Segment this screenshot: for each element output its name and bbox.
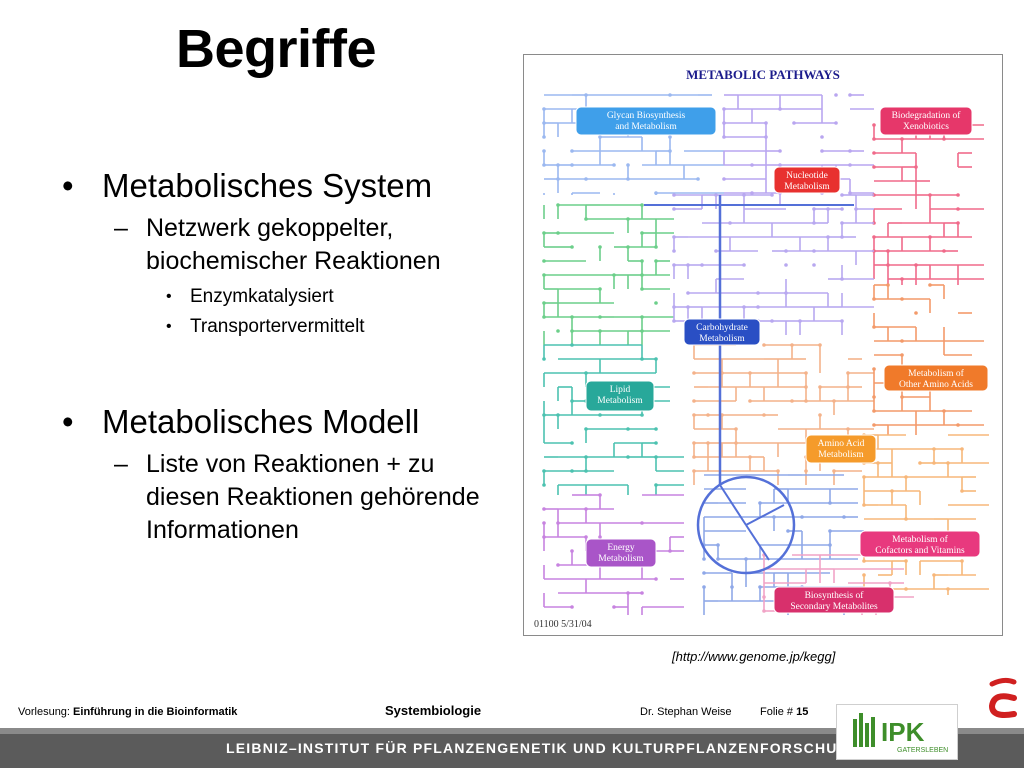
svg-text:Amino Acid: Amino Acid xyxy=(818,439,865,449)
bullet-metabolic-system: •Metabolisches System xyxy=(62,167,433,204)
ipk-logo: IPK GATERSLEBEN xyxy=(836,704,958,760)
sub-bullet-reaction-list: –Liste von Reaktionen + zu diesen Reakti… xyxy=(114,450,480,544)
svg-text:and Metabolism: and Metabolism xyxy=(615,122,677,132)
svg-text:Glycan Biosynthesis: Glycan Biosynthesis xyxy=(607,111,686,121)
svg-text:Metabolism of: Metabolism of xyxy=(892,534,949,545)
bullet-metabolic-model: •Metabolisches Modell xyxy=(62,403,420,440)
institute-name: LEIBNIZ–INSTITUT FÜR PFLANZENGENETIK UND… xyxy=(226,740,861,756)
slide-title: Begriffe xyxy=(176,19,377,79)
map-title: METABOLIC PATHWAYS xyxy=(686,67,840,82)
svg-text:Carbohydrate: Carbohydrate xyxy=(696,323,748,333)
svg-text:Metabolism of: Metabolism of xyxy=(908,368,965,379)
sub-sub-bullet-transporter: •Transportervermittelt xyxy=(166,316,365,337)
footer-slide-number: Folie # 15 xyxy=(760,706,809,718)
map-code: 01100 5/31/04 xyxy=(534,619,592,630)
svg-text:Secondary Metabolites: Secondary Metabolites xyxy=(790,602,878,612)
logo-text: IPK xyxy=(881,717,925,747)
svg-text:Metabolism: Metabolism xyxy=(597,396,643,406)
svg-text:Biosynthesis of: Biosynthesis of xyxy=(805,590,865,601)
source-citation: [http://www.genome.jp/kegg] xyxy=(672,649,836,664)
svg-text:Biodegradation of: Biodegradation of xyxy=(892,110,962,121)
bullet-list: •Metabolisches System –Netzwerk gekoppel… xyxy=(62,166,502,547)
sub-bullet-network: –Netzwerk gekoppelter, biochemischer Rea… xyxy=(114,214,441,275)
footer-author: Dr. Stephan Weise xyxy=(640,706,732,718)
svg-text:Metabolism: Metabolism xyxy=(598,554,644,564)
svg-text:Metabolism: Metabolism xyxy=(818,450,864,460)
footer-course: Vorlesung: Einführung in die Bioinformat… xyxy=(18,706,238,718)
slide-footer: Vorlesung: Einführung in die Bioinformat… xyxy=(0,700,1024,728)
svg-text:Lipid: Lipid xyxy=(610,385,631,395)
svg-text:Energy: Energy xyxy=(607,543,635,553)
svg-text:Metabolism: Metabolism xyxy=(699,334,745,344)
svg-text:Xenobiotics: Xenobiotics xyxy=(903,122,949,132)
svg-text:Cofactors and Vitamins: Cofactors and Vitamins xyxy=(875,545,965,556)
logo-subtext: GATERSLEBEN xyxy=(897,747,948,754)
corner-logo-icon xyxy=(984,676,1020,727)
footer-topic: Systembiologie xyxy=(385,703,482,718)
svg-text:Other Amino Acids: Other Amino Acids xyxy=(899,380,973,390)
sub-sub-bullet-enzyme: •Enzymkatalysiert xyxy=(166,286,334,307)
svg-text:Nucleotide: Nucleotide xyxy=(786,171,828,181)
svg-text:Metabolism: Metabolism xyxy=(784,182,830,192)
